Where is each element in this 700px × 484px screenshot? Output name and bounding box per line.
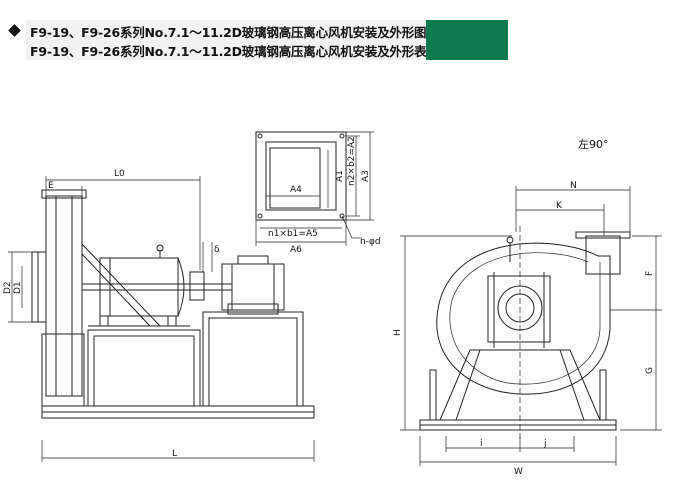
label-A2: n2×b2=A2: [347, 136, 357, 186]
title-bar: [26, 20, 426, 60]
table-frame: [87, 329, 201, 407]
label-A6: A6: [290, 245, 302, 255]
label-N: N: [570, 181, 577, 191]
outlet: [585, 235, 621, 275]
label-F: F: [645, 271, 655, 276]
motor: [221, 263, 285, 311]
flange-outer: [255, 131, 347, 221]
fan-casing: [45, 195, 83, 397]
front-view: [419, 231, 631, 431]
side-view: [31, 189, 315, 419]
inlet-flange: [31, 251, 47, 323]
label-W: W: [514, 467, 523, 477]
bearing-housing: [99, 257, 179, 317]
label-E: E: [48, 181, 54, 191]
volute-casing: [436, 242, 611, 395]
left-stand: [41, 333, 85, 407]
label-j: j: [543, 439, 547, 449]
label-A3: A3: [361, 170, 371, 182]
label-D2: D2: [3, 281, 13, 294]
label-K: K: [556, 201, 563, 211]
label-i: i: [480, 439, 483, 449]
label-A4: A4: [290, 185, 302, 195]
label-H: H: [393, 329, 403, 336]
side-dimensions: [8, 176, 315, 462]
front-dimensions: [400, 186, 662, 466]
label-holes: n-φd: [360, 237, 381, 247]
header: F9-19、F9-26系列No.7.1～11.2D玻璃钢高压离心风机安装及外形图…: [0, 20, 700, 66]
title-line-1: F9-19、F9-26系列No.7.1～11.2D玻璃钢高压离心风机安装及外形图: [30, 25, 427, 40]
label-delta: δ: [214, 245, 220, 255]
labels: E L0 D2 D1 δ L A4 n1×b1=A5 A6 n-φd n2×b2…: [3, 136, 655, 477]
label-D1: D1: [13, 281, 23, 294]
label-L0: L0: [114, 169, 125, 179]
title-line-2: F9-19、F9-26系列No.7.1～11.2D玻璃钢高压离心风机安装及外形表: [30, 44, 427, 59]
coupling: [189, 271, 205, 301]
label-G: G: [645, 367, 655, 374]
motor-stand: [202, 311, 304, 407]
label-L: L: [172, 449, 177, 459]
flange-detail: [255, 131, 374, 246]
accent-block: [426, 20, 508, 60]
rotation-label: 左90°: [578, 138, 609, 151]
label-A1: A1: [335, 170, 345, 182]
label-A5: n1×b1=A5: [268, 229, 318, 239]
